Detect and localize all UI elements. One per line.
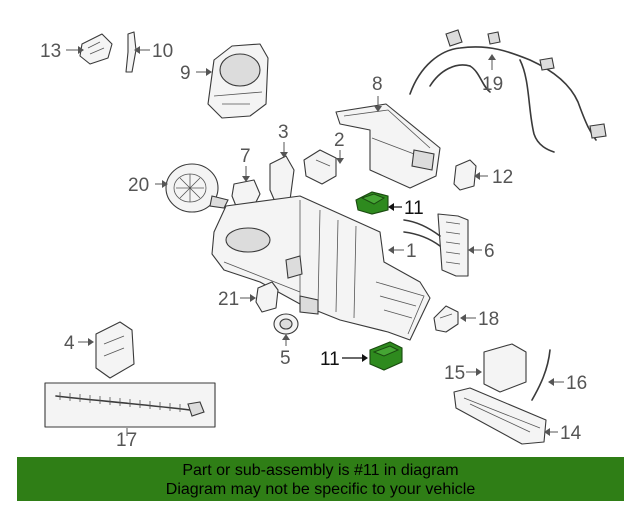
callout-7: 7 <box>240 146 251 167</box>
part-9 <box>207 43 269 119</box>
banner-line-1: Part or sub-assembly is #11 in diagram <box>182 462 459 479</box>
part-11-leaders <box>342 203 402 362</box>
part-11-upper-highlighted <box>355 191 389 215</box>
part-5 <box>273 313 299 335</box>
callout-4: 4 <box>64 333 75 354</box>
leader-lines <box>66 46 564 436</box>
part-16 <box>531 349 551 401</box>
part-8 <box>335 103 441 189</box>
info-banner: Part or sub-assembly is #11 in diagram D… <box>17 457 624 501</box>
part-20 <box>165 163 229 213</box>
callout-8: 8 <box>372 74 383 95</box>
part-11-lower-highlighted <box>369 341 403 371</box>
callout-11-upper: 11 <box>404 198 424 219</box>
part-1 <box>211 195 431 341</box>
callout-16: 16 <box>566 373 587 394</box>
part-21 <box>255 281 279 313</box>
callout-labels: 13 10 9 8 19 3 2 7 20 12 1 6 21 18 4 5 1… <box>40 41 587 451</box>
part-19 <box>409 29 607 153</box>
part-14 <box>453 387 547 445</box>
part-12 <box>453 159 477 191</box>
callout-11-lower: 11 <box>320 349 340 370</box>
callout-19: 19 <box>482 74 503 95</box>
part-17 <box>44 382 216 428</box>
part-15 <box>483 343 527 393</box>
callout-3: 3 <box>278 122 289 143</box>
parts-diagram: 13 10 9 8 19 3 2 7 20 12 1 6 21 18 4 5 1… <box>40 29 607 451</box>
callout-13: 13 <box>40 41 61 62</box>
callout-9: 9 <box>180 63 191 84</box>
callout-20: 20 <box>128 175 149 196</box>
part-4 <box>95 321 135 379</box>
callout-5: 5 <box>280 348 291 369</box>
callout-14: 14 <box>560 423 582 444</box>
callout-2: 2 <box>334 130 345 151</box>
callout-17: 17 <box>116 430 137 451</box>
callout-6: 6 <box>484 241 495 262</box>
callout-15: 15 <box>444 363 465 384</box>
callout-21: 21 <box>218 289 239 310</box>
callout-12: 12 <box>492 167 513 188</box>
part-10 <box>125 31 137 73</box>
part-18 <box>433 305 459 333</box>
part-13 <box>79 33 113 65</box>
callout-18: 18 <box>478 309 499 330</box>
banner-line-2: Diagram may not be specific to your vehi… <box>165 481 476 498</box>
part-2 <box>303 149 337 185</box>
callout-1: 1 <box>406 241 417 262</box>
callout-10: 10 <box>152 41 173 62</box>
part-6 <box>403 213 469 277</box>
